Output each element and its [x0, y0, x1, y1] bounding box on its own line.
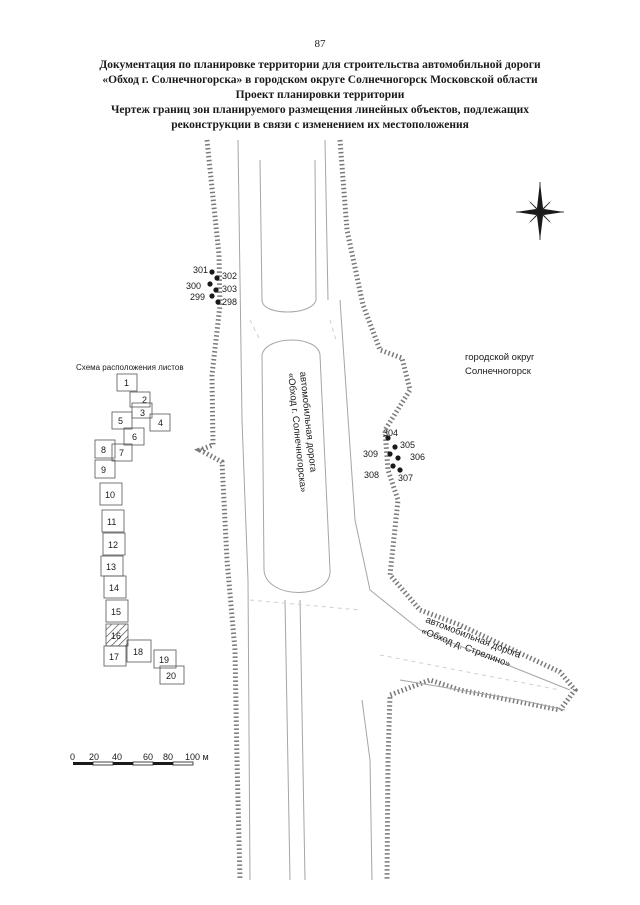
point-label: 309 — [363, 449, 378, 459]
title-line-5: реконструкции в связи с изменением их ме… — [171, 119, 469, 131]
sheet-number: 19 — [159, 655, 169, 665]
sheet-number: 20 — [166, 671, 176, 681]
point-label: 307 — [398, 473, 413, 483]
sheet-cell — [131, 402, 153, 419]
sheet-number: 4 — [158, 418, 163, 428]
sheet-cell — [94, 459, 116, 479]
point-label: 305 — [400, 440, 415, 450]
zone-boundary — [194, 139, 579, 881]
sheet-cell — [116, 373, 138, 392]
sheet-cell — [99, 482, 123, 506]
point-label: 308 — [364, 470, 379, 480]
sheet-cell — [105, 599, 129, 623]
sheet-number: 6 — [132, 432, 137, 442]
title-line-1: Документация по планировке территории дл… — [99, 59, 541, 71]
sheet-number: 12 — [108, 540, 118, 550]
point-label: 301 — [193, 265, 208, 275]
road-markings — [249, 319, 561, 691]
sheet-cell — [111, 411, 133, 430]
branch-road-label: автомобильная дорога «Обход д. Стрелино» — [420, 615, 523, 670]
sheet-number: 9 — [101, 465, 106, 475]
scale-bar: 0 20 40 60 80 100 м — [70, 752, 209, 766]
point-label: 300 — [186, 281, 201, 291]
road-edges — [237, 139, 571, 881]
sheet-index: Схема расположения листов 1 2 — [76, 363, 185, 685]
scale-tick: 40 — [112, 752, 122, 762]
sheet-cell — [129, 391, 151, 408]
sheet-number: 11 — [107, 517, 116, 527]
sheet-cell — [103, 645, 127, 667]
scale-tick: 0 — [70, 752, 75, 762]
sheet-number: 3 — [140, 408, 145, 418]
title-line-2: «Обход г. Солнечногорска» в городском ок… — [102, 74, 538, 86]
scale-tick: 60 — [143, 752, 153, 762]
sheet-cell — [102, 532, 126, 556]
sheet-cell — [153, 649, 177, 669]
main-road-label: автомобильная дорога «Обход г. Солнечног… — [285, 371, 319, 493]
sheet-index-title: Схема расположения листов — [76, 363, 184, 372]
sheet-number: 14 — [109, 583, 119, 593]
scale-tick: 20 — [89, 752, 99, 762]
points-group-a: 301 302 300 303 299 298 — [186, 265, 237, 307]
point-label: 304 — [383, 428, 398, 438]
page-number: 87 — [314, 38, 326, 50]
point-label: 306 — [410, 452, 425, 462]
sheet-cell — [159, 665, 185, 685]
sheet-number: 2 — [142, 395, 147, 405]
point-label: 299 — [190, 292, 205, 302]
sheet-cell — [149, 413, 171, 432]
point-label: 298 — [222, 297, 237, 307]
sheet-number: 15 — [111, 607, 121, 617]
scale-tick: 80 — [163, 752, 173, 762]
sheet-cell — [103, 575, 127, 599]
points-group-b: 304 305 309 306 308 307 — [363, 428, 425, 483]
sheet-number: 17 — [109, 652, 119, 662]
title-line-3: Проект планировки территории — [235, 89, 405, 101]
point-label: 303 — [222, 284, 237, 294]
sheet-cell — [101, 509, 125, 533]
sheet-cell — [111, 443, 133, 462]
sheet-number: 10 — [105, 490, 115, 500]
sheet-numbers: 1 2 3 4 5 6 7 8 9 10 11 12 13 14 15 16 1… — [101, 378, 176, 681]
district-label-line-1: городской округ — [465, 352, 535, 363]
compass-rose-icon — [516, 182, 564, 240]
sheet-cell — [94, 439, 116, 459]
scale-tick: 100 м — [185, 752, 209, 762]
sheet-number: 1 — [124, 378, 129, 388]
sheet-number: 16 — [111, 631, 121, 641]
sheet-number: 13 — [106, 562, 116, 572]
sheet-number: 8 — [101, 445, 106, 455]
sheet-cell — [123, 427, 145, 446]
point-label: 302 — [222, 271, 237, 281]
title-line-4: Чертеж границ зон планируемого размещени… — [110, 104, 530, 116]
district-label-line-2: Солнечногорск — [465, 366, 532, 377]
title-block: Документация по планировке территории дл… — [30, 58, 610, 133]
scale-bar-ticks: 0 20 40 60 80 100 м — [70, 752, 209, 762]
sheet-number: 5 — [118, 416, 123, 426]
sheet-cell — [126, 639, 152, 663]
sheet-number: 18 — [133, 647, 143, 657]
sheet-number: 7 — [119, 448, 124, 458]
